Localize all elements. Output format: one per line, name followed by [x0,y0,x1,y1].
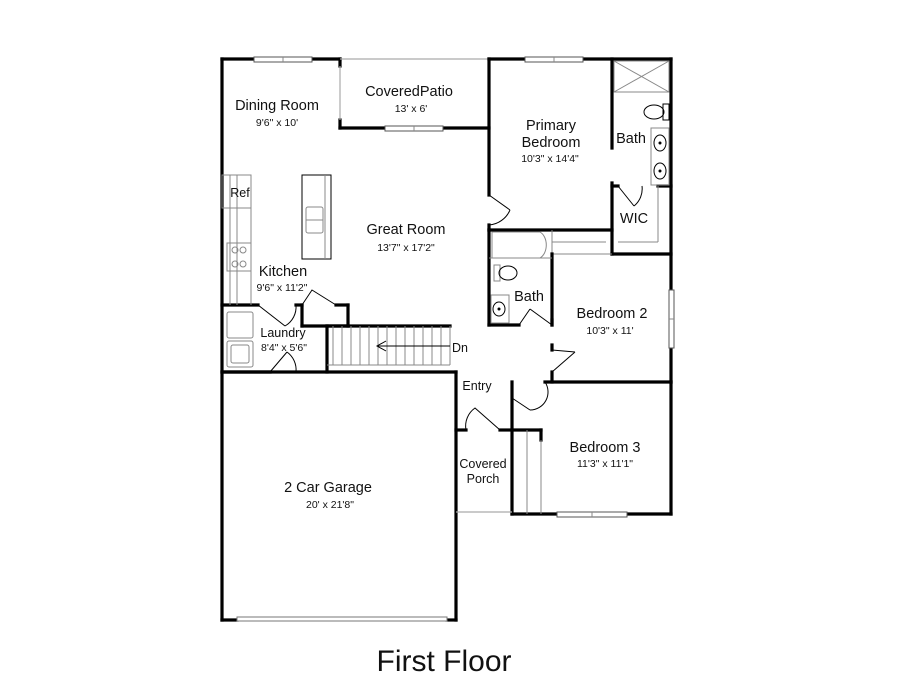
primary-bath-name: Bath [616,131,646,147]
windows [253,56,675,518]
garage-name: 2 Car Garage [284,480,372,496]
primary-bedroom-dims: 10'3" x 14'4" [521,153,579,165]
walls [220,57,673,622]
fixtures [221,60,670,368]
kitchen-name: Kitchen [259,264,307,280]
refrigerator-label: Ref [230,186,250,200]
dining-room-dims: 9'6" x 10' [256,117,298,129]
laundry-name: Laundry [260,326,306,340]
great-room-name: Great Room [367,222,446,238]
primary-bedroom-name-2: Bedroom [522,135,581,151]
bath-2-name: Bath [514,289,544,305]
laundry-dims: 8'4" x 5'6" [261,342,307,354]
bedroom-3-dims: 11'3" x 11'1" [577,458,633,470]
bedroom-2-dims: 10'3" x 11' [586,325,633,337]
entry-name: Entry [462,379,492,393]
bedroom-3-name: Bedroom 3 [570,440,641,456]
kitchen-dims: 9'6" x 11'2" [257,282,308,294]
stairs-down-label: Dn [452,341,468,355]
covered-porch-name-2: Porch [467,472,500,486]
room-labels: Dining Room 9'6" x 10' CoveredPatio 13' … [230,84,648,511]
doors [257,185,643,431]
primary-bedroom-name-1: Primary [526,118,577,134]
wic-name: WIC [620,211,648,227]
covered-porch-name-1: Covered [459,457,506,471]
floor-title: First Floor [0,645,900,679]
floor-title-text: First Floor [376,645,512,678]
covered-patio-dims: 13' x 6' [395,103,428,115]
great-room-dims: 13'7" x 17'2" [377,242,435,254]
covered-patio-name: CoveredPatio [365,84,453,100]
staircase[interactable] [327,326,451,366]
bedroom-2-name: Bedroom 2 [577,306,648,322]
dining-room-name: Dining Room [235,98,319,114]
garage-dims: 20' x 21'8" [306,499,354,511]
